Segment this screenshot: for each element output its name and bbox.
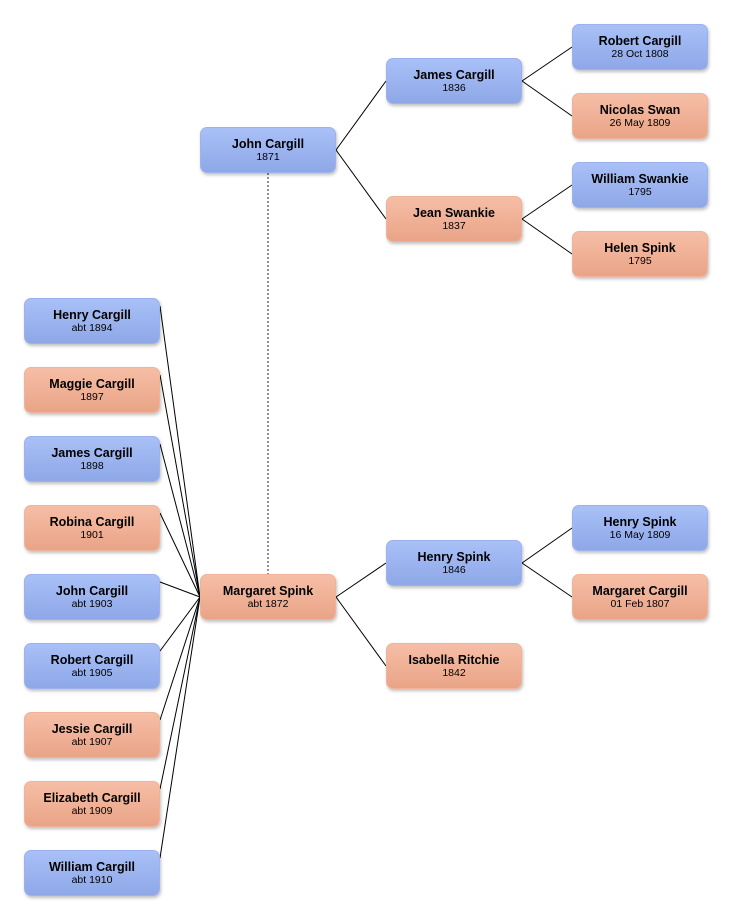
person-box-henry-spink-1846[interactable]: Henry Spink 1846 — [386, 540, 522, 586]
person-year: abt 1903 — [71, 598, 113, 610]
person-year: abt 1905 — [71, 667, 113, 679]
person-year: 1898 — [80, 460, 104, 472]
parent-link — [335, 596, 387, 667]
person-name: Maggie Cargill — [49, 377, 135, 391]
person-box-robert-cargill-1905[interactable]: Robert Cargill abt 1905 — [24, 643, 160, 689]
child-link — [159, 581, 201, 598]
child-link — [159, 512, 201, 598]
child-link — [159, 596, 201, 790]
child-link — [159, 596, 201, 652]
person-box-maggie-cargill[interactable]: Maggie Cargill 1897 — [24, 367, 160, 413]
parent-link — [521, 184, 573, 220]
person-name: Robert Cargill — [598, 34, 682, 48]
person-name: Nicolas Swan — [599, 103, 681, 117]
child-link — [159, 443, 201, 598]
person-box-john-cargill-1903[interactable]: John Cargill abt 1903 — [24, 574, 160, 620]
person-box-john-cargill-1871[interactable]: John Cargill 1871 — [200, 127, 336, 173]
person-name: Elizabeth Cargill — [43, 791, 141, 805]
person-name: John Cargill — [231, 137, 305, 151]
person-year: 26 May 1809 — [609, 117, 671, 129]
person-box-jessie-cargill[interactable]: Jessie Cargill abt 1907 — [24, 712, 160, 758]
parent-link — [335, 562, 387, 598]
person-year: 1897 — [80, 391, 104, 403]
person-box-william-swankie[interactable]: William Swankie 1795 — [572, 162, 708, 208]
person-year: abt 1872 — [247, 598, 289, 610]
person-name: John Cargill — [55, 584, 129, 598]
person-year: 1837 — [442, 220, 466, 232]
child-link — [159, 596, 201, 721]
person-name: Jean Swankie — [413, 206, 495, 220]
person-name: James Cargill — [413, 68, 495, 82]
person-name: Margaret Spink — [222, 584, 314, 598]
person-box-nicolas-swan[interactable]: Nicolas Swan 26 May 1809 — [572, 93, 708, 139]
person-name: James Cargill — [51, 446, 133, 460]
parent-link — [521, 46, 573, 82]
person-box-henry-spink-1809[interactable]: Henry Spink 16 May 1809 — [572, 505, 708, 551]
person-year: 16 May 1809 — [609, 529, 671, 541]
person-name: William Swankie — [591, 172, 689, 186]
person-name: Helen Spink — [604, 241, 676, 255]
person-year: 1795 — [628, 255, 652, 267]
person-box-elizabeth-cargill[interactable]: Elizabeth Cargill abt 1909 — [24, 781, 160, 827]
person-box-robert-cargill-1808[interactable]: Robert Cargill 28 Oct 1808 — [572, 24, 708, 70]
parent-link — [521, 527, 573, 564]
person-year: abt 1909 — [71, 805, 113, 817]
person-year: 1901 — [80, 529, 104, 541]
person-year: abt 1910 — [71, 874, 113, 886]
person-box-robina-cargill[interactable]: Robina Cargill 1901 — [24, 505, 160, 551]
person-box-helen-spink[interactable]: Helen Spink 1795 — [572, 231, 708, 277]
parent-link — [335, 80, 387, 151]
person-box-isabella-ritchie[interactable]: Isabella Ritchie 1842 — [386, 643, 522, 689]
person-name: Henry Spink — [417, 550, 491, 564]
person-box-margaret-spink-1872[interactable]: Margaret Spink abt 1872 — [200, 574, 336, 620]
parent-link — [335, 149, 387, 220]
person-box-william-cargill[interactable]: William Cargill abt 1910 — [24, 850, 160, 896]
person-box-jean-swankie[interactable]: Jean Swankie 1837 — [386, 196, 522, 242]
person-box-margaret-cargill-1807[interactable]: Margaret Cargill 01 Feb 1807 — [572, 574, 708, 620]
parent-link — [521, 80, 573, 117]
person-year: abt 1907 — [71, 736, 113, 748]
person-name: Henry Cargill — [53, 308, 131, 322]
person-box-james-cargill-1836[interactable]: James Cargill 1836 — [386, 58, 522, 104]
person-name: Margaret Cargill — [592, 584, 688, 598]
person-year: 1871 — [256, 151, 280, 163]
person-year: 01 Feb 1807 — [610, 598, 670, 610]
child-link — [159, 374, 201, 598]
person-name: Robert Cargill — [50, 653, 134, 667]
person-name: Jessie Cargill — [51, 722, 133, 736]
child-link — [159, 305, 201, 598]
person-year: 1836 — [442, 82, 466, 94]
person-name: William Cargill — [48, 860, 136, 874]
person-box-james-cargill-1898[interactable]: James Cargill 1898 — [24, 436, 160, 482]
parent-link — [521, 562, 573, 598]
person-year: 1795 — [628, 186, 652, 198]
parent-link — [521, 218, 573, 255]
person-year: 1842 — [442, 667, 466, 679]
child-link — [159, 596, 201, 859]
person-name: Henry Spink — [603, 515, 677, 529]
person-name: Robina Cargill — [49, 515, 135, 529]
person-year: abt 1894 — [71, 322, 113, 334]
person-name: Isabella Ritchie — [408, 653, 500, 667]
person-box-henry-cargill[interactable]: Henry Cargill abt 1894 — [24, 298, 160, 344]
person-year: 1846 — [442, 564, 466, 576]
person-year: 28 Oct 1808 — [611, 48, 669, 60]
